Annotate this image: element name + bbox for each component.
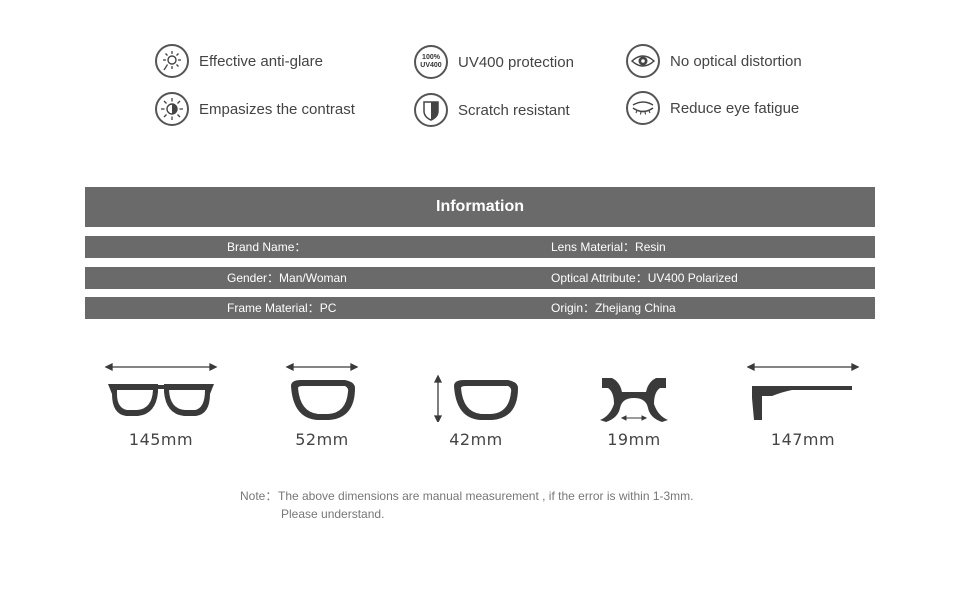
badge-top-text: 100% [422, 54, 440, 61]
feature-eye-fatigue: Reduce eye fatigue [626, 91, 799, 125]
info-cell: Gender：Man/Woman [227, 267, 347, 289]
info-value: UV400 Polarized [647, 271, 738, 285]
sun-glare-icon [155, 44, 189, 78]
dimension-value: 145mm [128, 430, 194, 449]
closed-eye-icon [626, 91, 660, 125]
temple-length-icon [746, 362, 860, 420]
dimension-temple-length: 147mm [742, 358, 864, 449]
feature-label: No optical distortion [670, 52, 802, 70]
uv400-badge-icon: 100% UV400 [414, 45, 448, 79]
note-lead: Note： [240, 489, 278, 503]
feature-label: Scratch resistant [458, 101, 570, 119]
information-header: Information [85, 187, 875, 227]
info-value: PC [319, 301, 337, 315]
feature-scratch-resistant: Scratch resistant [414, 93, 570, 127]
feature-label: Effective anti-glare [199, 52, 323, 70]
shield-icon [414, 93, 448, 127]
feature-label: UV400 protection [458, 53, 574, 71]
info-cell: Origin：Zhejiang China [551, 297, 676, 319]
dimension-bridge-width: 19mm [598, 358, 670, 449]
info-value: Resin [635, 240, 666, 254]
info-cell: Optical Attribute：UV400 Polarized [551, 267, 738, 289]
dimension-value: 147mm [770, 430, 836, 449]
feature-anti-glare: Effective anti-glare [155, 44, 323, 78]
info-key: Frame Material： [227, 301, 320, 315]
dimension-lens-height: 42mm [426, 358, 526, 449]
info-row-gender: Gender：Man/Woman Optical Attribute：UV400… [85, 267, 875, 289]
feature-contrast: Empasizes the contrast [155, 92, 355, 126]
info-value: Zhejiang China [595, 301, 676, 315]
info-key: Gender： [227, 271, 280, 285]
dimension-value: 42mm [449, 430, 503, 449]
bridge-width-icon [600, 378, 668, 422]
feature-label: Empasizes the contrast [199, 100, 355, 118]
dimension-lens-width: 52mm [283, 358, 361, 449]
info-key: Optical Attribute： [551, 271, 648, 285]
info-cell: Frame Material：PC [227, 297, 336, 319]
measurement-note: Note：The above dimensions are manual mea… [240, 487, 694, 523]
info-row-brand: Brand Name： Lens Material：Resin [85, 236, 875, 258]
info-row-material: Frame Material：PC Origin：Zhejiang China [85, 297, 875, 319]
information-title: Information [436, 198, 524, 215]
frame-width-icon [104, 362, 218, 416]
info-cell: Brand Name： [227, 236, 306, 258]
feature-label: Reduce eye fatigue [670, 99, 800, 117]
dimension-frame-width: 145mm [100, 358, 222, 449]
dimension-value: 52mm [295, 430, 349, 449]
info-key: Brand Name： [227, 240, 307, 254]
dimension-value: 19mm [607, 430, 661, 449]
note-line-1: The above dimensions are manual measurem… [278, 489, 694, 503]
eye-icon [626, 44, 660, 78]
info-key: Lens Material： [551, 240, 636, 254]
feature-no-distortion: No optical distortion [626, 44, 802, 78]
lens-width-icon [285, 362, 359, 420]
feature-uv400: 100% UV400 UV400 protection [414, 45, 574, 79]
lens-height-icon [433, 374, 518, 422]
contrast-sun-icon [155, 92, 189, 126]
info-cell: Lens Material：Resin [551, 236, 666, 258]
info-key: Origin： [551, 301, 596, 315]
note-line-2: Please understand. [281, 507, 385, 521]
info-value: Man/Woman [279, 271, 347, 285]
badge-bottom-text: UV400 [420, 62, 442, 69]
